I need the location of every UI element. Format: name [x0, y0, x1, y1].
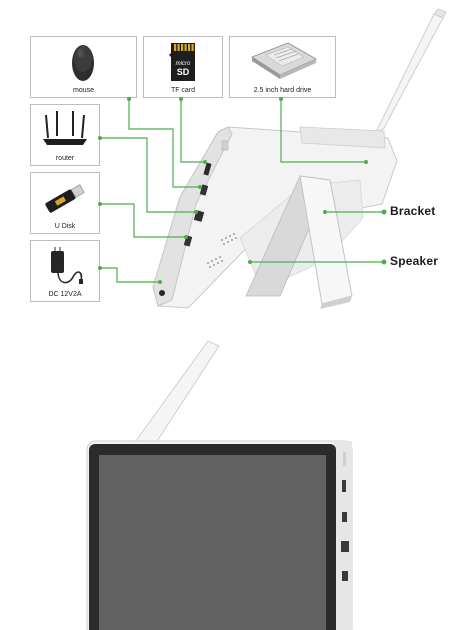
router-icon	[43, 111, 87, 145]
power-adapter-box: DC 12V2A	[30, 240, 100, 302]
u-disk-label: U Disk	[54, 223, 76, 230]
hard-drive-label: 2.5 inch hard drive	[253, 87, 312, 94]
speaker-callout: Speaker	[390, 254, 439, 268]
mouse-box: mouse	[30, 36, 137, 98]
router-box: router	[30, 104, 100, 166]
usb-drive-icon	[45, 184, 85, 213]
tf-card-print-sd: SD	[177, 67, 190, 77]
device-front-view	[86, 340, 353, 630]
tf-card-box: micro SD TF card	[143, 36, 223, 98]
bracket-stand	[245, 175, 353, 309]
hard-drive-box: 2.5 inch hard drive	[229, 36, 336, 98]
u-disk-box: U Disk	[30, 172, 100, 234]
connector-lines	[100, 99, 384, 283]
antenna-top	[373, 8, 447, 136]
tf-card-icon: micro SD	[169, 43, 195, 81]
connector-dots	[98, 97, 387, 284]
tf-card-print-micro: micro	[176, 61, 191, 67]
router-label: router	[55, 155, 75, 162]
power-adapter-icon	[51, 247, 83, 284]
hard-drive-icon	[251, 42, 317, 79]
power-adapter-label: DC 12V2A	[48, 291, 82, 298]
front-screen	[99, 455, 326, 630]
bracket-callout: Bracket	[390, 204, 436, 218]
mouse-label: mouse	[72, 87, 94, 94]
mouse-icon	[72, 45, 94, 81]
speaker-grille	[207, 233, 237, 268]
tf-card-label: TF card	[170, 87, 196, 94]
